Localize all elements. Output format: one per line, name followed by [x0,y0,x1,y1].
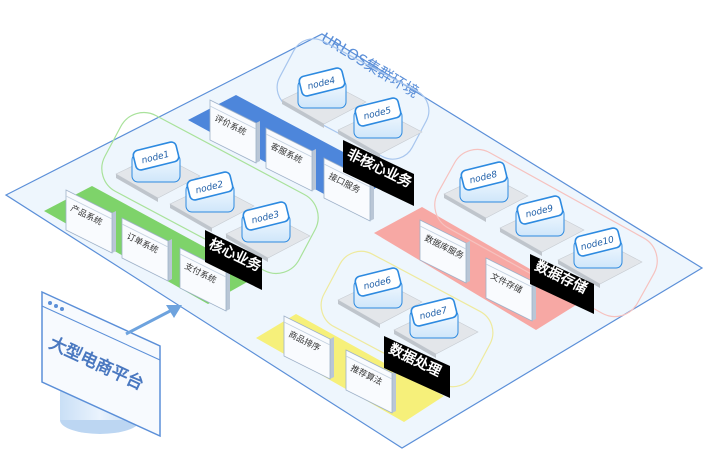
service-card-face [121,217,169,282]
service-card-titlebar [179,253,227,278]
service-card-face [283,315,331,380]
service-card-titlebar [265,133,313,158]
server-node: node8 [443,161,529,222]
service-card-side [532,279,536,321]
server-top [460,161,508,191]
arrow-head-icon [166,305,182,318]
server-top [298,67,346,97]
service-card-side [392,371,396,413]
service-card: 推荐算法 [345,349,396,414]
platform-arrow [125,305,182,336]
server-node: node10 [557,227,643,288]
service-card-titlebar [345,355,393,380]
server-top [516,195,564,225]
server-top [574,227,622,257]
service-card-side [330,337,334,379]
window-dot-icon [48,301,52,305]
server-base-edge [394,330,436,358]
service-cards: 产品系统订单系统支付系统评价系统客服系统接口服务数据库服务文件存储商品排序推荐算… [65,99,536,414]
service-card-titlebar [485,263,533,288]
service-card-titlebar [121,223,169,248]
server-base-edge [338,130,380,158]
server-node: node3 [225,201,311,262]
server-node: node2 [169,171,255,232]
service-card: 评价系统 [209,99,260,164]
zone-hull-storage [434,148,658,318]
server-base-edge [116,174,158,202]
service-card: 商品排序 [283,315,334,380]
server-base-edge [170,204,212,232]
server-top [242,201,290,231]
service-card-side [168,239,172,281]
service-card-titlebar [283,321,331,346]
service-card-side [370,179,374,221]
service-card-side [466,241,470,283]
service-card-side [226,269,230,311]
server-base-edge [444,194,486,222]
service-card-face [485,257,533,322]
service-card-side [312,149,316,191]
server-node: node6 [337,267,423,328]
server-node: node4 [281,67,367,128]
zone-label-storage-bg [530,254,594,314]
service-card-side [112,211,116,253]
window-dot-icon [60,307,64,311]
platform-screen-titlebar [41,305,161,361]
cluster-platform [4,33,704,449]
service-card-side [256,121,260,163]
zone-label-core-bg [205,230,262,290]
service-card-titlebar [209,105,257,130]
service-card: 文件存储 [485,257,536,322]
server-base-edge [338,300,380,328]
server-top [410,297,458,327]
ecommerce-platform: 大型电商平台 [41,290,161,438]
server-top [354,97,402,127]
server-top [186,171,234,201]
server-base-edge [282,100,324,128]
service-card: 客服系统 [265,127,316,192]
server-base-edge [500,228,542,256]
service-card-face [345,349,393,414]
server-top [354,267,402,297]
server-base-edge [226,234,268,262]
service-card-titlebar [419,225,467,250]
platform-screen [41,290,161,438]
service-card-titlebar [65,195,113,220]
window-dot-icon [54,304,58,308]
service-card-titlebar [323,163,371,188]
service-card-face [209,99,257,164]
server-node: node5 [337,97,423,158]
zone-label-processing-bg [384,336,450,398]
zone-hull-core [101,111,319,275]
service-card-face [419,219,467,284]
server-base-edge [558,260,600,288]
server-node: node1 [115,141,201,202]
service-card: 订单系统 [121,217,172,282]
service-card: 产品系统 [65,189,116,254]
server-top [132,141,180,171]
service-card: 数据库服务 [419,219,470,284]
server-node: node7 [393,297,479,358]
zone-hull-noncore [276,38,430,160]
arrow-shaft [125,308,173,336]
service-card-face [265,127,313,192]
server-node: node9 [499,195,585,256]
zone-label-noncore-bg [343,140,414,206]
service-card-face [65,189,113,254]
